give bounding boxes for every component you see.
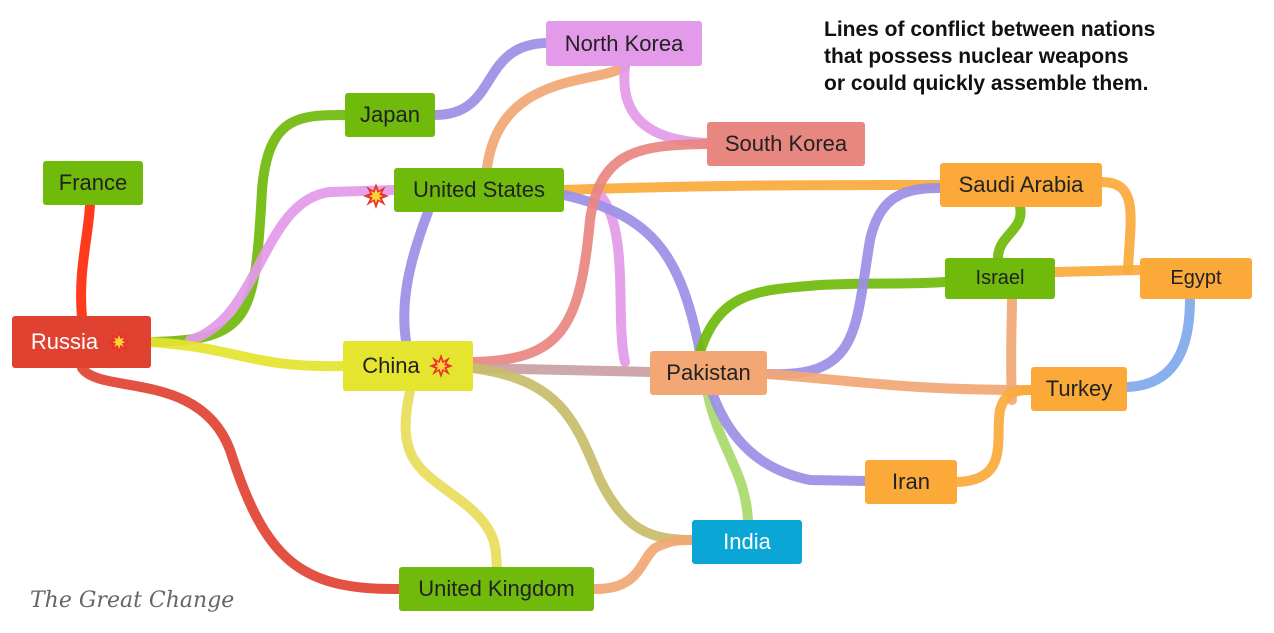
edge-pakistan-iran xyxy=(708,390,870,486)
edge-china-south-korea xyxy=(468,139,712,367)
node-label: North Korea xyxy=(564,30,684,56)
node-label: United States xyxy=(412,177,546,202)
edge-egypt-turkey xyxy=(1122,294,1195,392)
node-label: Russia xyxy=(30,329,99,354)
edge-russia-united-kingdom xyxy=(77,363,404,595)
node-label: United Kingdom xyxy=(418,576,575,601)
explosion-icon xyxy=(428,354,453,378)
edge-pakistan-turkey xyxy=(762,369,1036,395)
node-label: Japan xyxy=(360,102,420,127)
edge-france-russia xyxy=(76,200,95,323)
edge-united-states-saudi-arabia xyxy=(559,180,945,195)
node-label: Egypt xyxy=(1170,267,1222,289)
node-india: India xyxy=(692,520,802,564)
node-russia: Russia xyxy=(12,316,151,368)
node-label: Israel xyxy=(975,267,1025,289)
node-china: China xyxy=(343,341,473,391)
title-line-2: that possess nuclear weapons xyxy=(824,45,1129,68)
node-iran: Iran xyxy=(865,460,957,504)
edge-china-india xyxy=(468,363,697,545)
edge-japan-north-korea xyxy=(430,38,551,120)
node-label: France xyxy=(58,170,128,195)
node-north-korea: North Korea xyxy=(546,21,702,66)
node-israel: Israel xyxy=(945,258,1055,299)
node-egypt: Egypt xyxy=(1140,258,1252,299)
title-line-3: or could quickly assemble them. xyxy=(824,72,1149,95)
node-saudi-arabia: Saudi Arabia xyxy=(940,163,1102,207)
edge-saudi-arabia-israel xyxy=(993,202,1026,263)
node-united-kingdom: United Kingdom xyxy=(399,567,594,611)
node-japan: Japan xyxy=(345,93,435,137)
edge-united-kingdom-india xyxy=(589,535,697,595)
edge-pakistan-india xyxy=(703,390,753,525)
edge-russia-japan xyxy=(146,110,350,347)
node-label: South Korea xyxy=(724,131,848,156)
edge-saudi-arabia-egypt xyxy=(1097,177,1136,275)
explosion-icon xyxy=(107,330,132,354)
node-turkey: Turkey xyxy=(1031,367,1127,411)
edge-united-states-china xyxy=(399,207,433,346)
node-label: Iran xyxy=(892,469,930,494)
edge-israel-turkey xyxy=(1006,294,1017,405)
edge-north-korea-south-korea xyxy=(619,61,712,148)
node-united-states: United States xyxy=(394,168,564,212)
node-label: China xyxy=(362,353,420,378)
node-label: Turkey xyxy=(1045,376,1113,401)
node-france: France xyxy=(43,161,143,205)
node-label: Pakistan xyxy=(666,360,751,385)
node-label: Saudi Arabia xyxy=(958,172,1084,197)
title-line-1: Lines of conflict between nations xyxy=(824,18,1156,41)
explosion-icon xyxy=(363,183,389,209)
node-label: India xyxy=(723,529,771,554)
edge-israel-egypt xyxy=(1050,265,1145,277)
watermark-text: The Great Change xyxy=(30,588,235,613)
edge-russia-china xyxy=(146,337,348,372)
node-pakistan: Pakistan xyxy=(650,351,767,395)
node-south-korea: South Korea xyxy=(707,122,865,166)
diagram-title: Lines of conflict between nations that p… xyxy=(824,16,1254,97)
edge-iran-turkey xyxy=(952,385,1036,487)
edge-russia-united-states xyxy=(185,185,399,345)
edge-pakistan-saudi-arabia xyxy=(762,183,945,380)
edge-china-united-kingdom xyxy=(400,386,502,572)
edges-layer xyxy=(76,38,1195,595)
edge-north-korea-united-states xyxy=(482,61,630,173)
edge-pakistan-israel xyxy=(695,277,950,357)
